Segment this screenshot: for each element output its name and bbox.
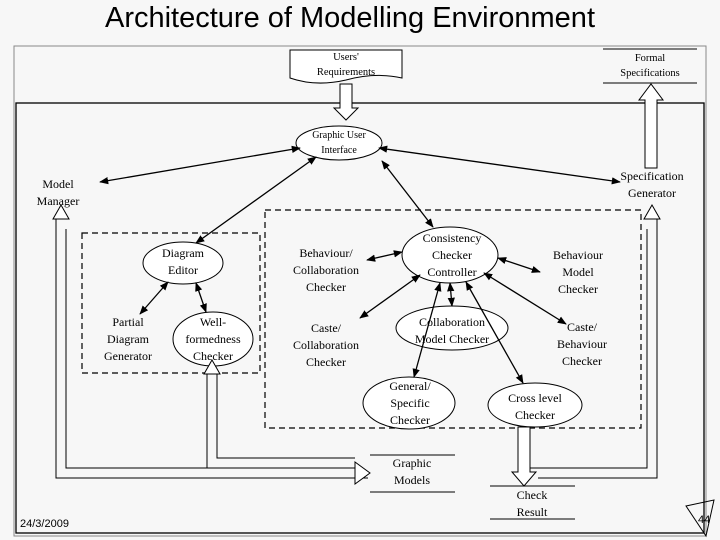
- formal-spec-block-arrow: [638, 83, 664, 169]
- caste-checker-label: Caste/ Behaviour Checker: [557, 320, 607, 368]
- edge-cons-behaviour-model: [497, 257, 541, 273]
- edge-editor-partial: [139, 281, 169, 315]
- wellformedness-label: Well- formedness Checker: [185, 315, 241, 363]
- edge-cons-cross-level: [465, 281, 524, 384]
- edge-gui-consistency: [381, 160, 434, 228]
- checker-group-boundary: [264, 209, 642, 429]
- edge-cons-collab-model: [447, 282, 455, 307]
- check-result-label: Check Result: [516, 488, 548, 519]
- edge-cons-caste-collab: [359, 274, 421, 319]
- users-requirements-doc: [289, 49, 403, 84]
- cross-level-ellipse: [487, 382, 583, 428]
- consistency-label: Consistency Checker Controller: [422, 231, 482, 279]
- system-boundary: [15, 102, 705, 534]
- users-requirements-label: Users' Requirements: [316, 52, 376, 78]
- edge-cross-level-check-result: [510, 426, 538, 487]
- edge-cons-general-specific: [412, 282, 442, 378]
- edge-cons-behaviour-collab: [366, 250, 403, 262]
- behaviour-collab-label: Behaviour/ Collaboration Checker: [293, 246, 359, 294]
- outer-frame: [13, 45, 707, 537]
- diagram-editor-ellipse: [142, 241, 224, 285]
- edge-gui-spec-generator: [378, 145, 621, 185]
- edge-editor-wellformed: [195, 282, 207, 313]
- users-requirements-block-arrow: [332, 83, 360, 121]
- edge-model-manager-graphic-models: [55, 215, 368, 479]
- slide-title: Architecture of Modelling Environment: [104, 2, 595, 34]
- general-specific-ellipse: [362, 376, 456, 430]
- diagram-editor-label: Diagram Editor: [162, 246, 204, 277]
- editor-group-boundary: [81, 232, 261, 374]
- slide-date: 24/3/2009: [20, 518, 69, 530]
- spec-generator-label: Specification Generator: [620, 169, 684, 200]
- edge-gui-diagram-editor: [195, 156, 317, 244]
- gui-label: Graphic User Interface: [312, 130, 366, 156]
- caste-collab-label: Caste/ Collaboration Checker: [293, 321, 359, 369]
- formal-specifications-label: Formal Specifications: [620, 53, 680, 79]
- general-specific-label: General/ Specific Checker: [389, 379, 431, 427]
- behaviour-model-label: Behaviour Model Checker: [553, 248, 603, 296]
- edge-spec-generator-check-result: [538, 215, 658, 479]
- corner-decoration: [685, 499, 715, 538]
- slide-page-number: 44: [698, 514, 711, 526]
- cross-level-label: Cross level Checker: [508, 391, 562, 422]
- graphic-models-label: Graphic Models: [392, 456, 432, 487]
- model-manager-label: Model Manager: [36, 177, 80, 208]
- edge-gui-model-manager: [99, 145, 301, 185]
- partial-generator-label: Partial Diagram Generator: [104, 315, 152, 363]
- collab-model-label: Collaboration Model Checker: [414, 315, 490, 346]
- gui-ellipse: [295, 125, 383, 161]
